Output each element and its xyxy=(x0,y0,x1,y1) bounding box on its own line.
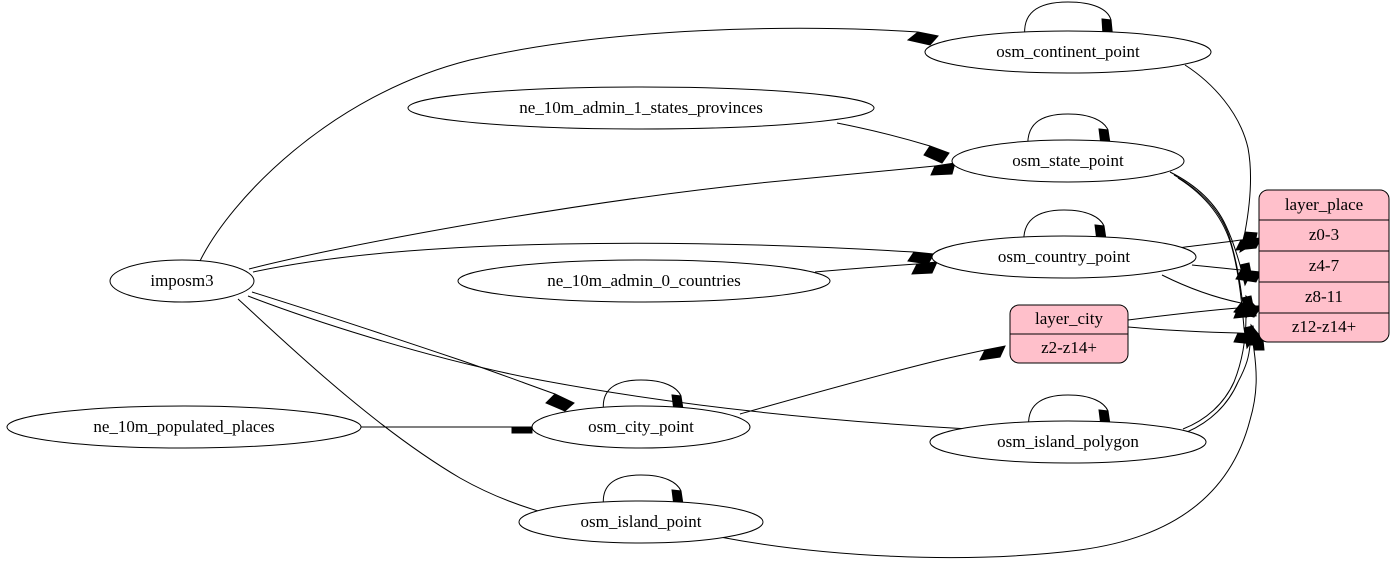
edge-osm_city_point-to-layer_city xyxy=(739,345,1006,415)
node-label-imposm3: imposm3 xyxy=(150,271,213,290)
node-label-osm_country_point: osm_country_point xyxy=(998,247,1130,266)
layer_city-row-z2-z14[interactable]: z2-z14+ xyxy=(1041,338,1097,357)
node-osm_country_point[interactable]: osm_country_point xyxy=(931,235,1197,279)
edge-layer_city-to-layer_place-z8-11 xyxy=(1127,305,1259,321)
node-label-osm_continent_point: osm_continent_point xyxy=(996,42,1140,61)
edge-ne_10m_admin_1_states_provinces-to-osm_state_point xyxy=(836,122,950,164)
edge-osm_country_point-to-layer_place-z4-7 xyxy=(1191,264,1262,283)
edge-osm_state_point-to-layer_place-z4-7 xyxy=(1169,171,1252,287)
node-imposm3[interactable]: imposm3 xyxy=(109,259,255,303)
node-label-ne_10m_populated_places: ne_10m_populated_places xyxy=(93,417,274,436)
edge-osm_continent_point-to-layer_place-z0-3 xyxy=(1184,64,1258,254)
edge-imposm3-to-osm_state_point xyxy=(248,162,956,270)
node-label-osm_island_polygon: osm_island_polygon xyxy=(997,432,1139,451)
edge-layer_city-to-layer_place-z12-z14 xyxy=(1127,326,1259,345)
node-osm_city_point[interactable]: osm_city_point xyxy=(531,405,751,449)
node-osm_island_polygon[interactable]: osm_island_polygon xyxy=(929,420,1207,464)
node-ne_10m_admin_0_countries[interactable]: ne_10m_admin_0_countries xyxy=(457,259,831,303)
layer_place-row-z8-11[interactable]: z8-11 xyxy=(1305,287,1343,306)
edge-osm_island_point-to-layer_place-z12-z14 xyxy=(719,328,1265,559)
node-label-osm_state_point: osm_state_point xyxy=(1012,151,1124,170)
node-label-osm_island_point: osm_island_point xyxy=(581,512,702,531)
node-label-ne_10m_admin_0_countries: ne_10m_admin_0_countries xyxy=(547,271,741,290)
edge-layer xyxy=(199,1,1265,559)
node-osm_continent_point[interactable]: osm_continent_point xyxy=(924,30,1212,74)
layer_place-row-z4-7[interactable]: z4-7 xyxy=(1309,256,1340,275)
node-ne_10m_populated_places[interactable]: ne_10m_populated_places xyxy=(6,405,362,449)
edge-ne_10m_admin_0_countries-to-osm_country_point xyxy=(814,261,938,275)
layer_place-row-z12-z14[interactable]: z12-z14+ xyxy=(1292,317,1356,336)
node-layer_city[interactable]: layer_city z2-z14+ xyxy=(1009,304,1129,364)
layer_place-title: layer_place xyxy=(1285,195,1363,214)
node-layer_place[interactable]: layer_place z0-3 z4-7 z8-11 z12-z14+ xyxy=(1258,189,1390,343)
node-osm_island_point[interactable]: osm_island_point xyxy=(518,500,764,544)
edge-imposm3-to-osm_city_point xyxy=(251,291,575,412)
edge-ne_10m_populated_places-to-osm_city_point xyxy=(361,426,533,434)
node-ne_10m_admin_1_states_provinces[interactable]: ne_10m_admin_1_states_provinces xyxy=(407,86,875,130)
node-label-osm_city_point: osm_city_point xyxy=(588,417,694,436)
layer_place-row-z0-3[interactable]: z0-3 xyxy=(1309,225,1339,244)
layer_city-title: layer_city xyxy=(1035,309,1103,328)
node-label-ne_10m_admin_1_states_provinces: ne_10m_admin_1_states_provinces xyxy=(519,98,763,117)
edge-osm_country_point-to-layer_place-z0-3 xyxy=(1177,237,1262,251)
edge-imposm3-to-osm_continent_point xyxy=(199,27,939,262)
edge-osm_island_polygon-to-layer_place-z8-11 xyxy=(1182,294,1257,430)
node-osm_state_point[interactable]: osm_state_point xyxy=(951,139,1185,183)
